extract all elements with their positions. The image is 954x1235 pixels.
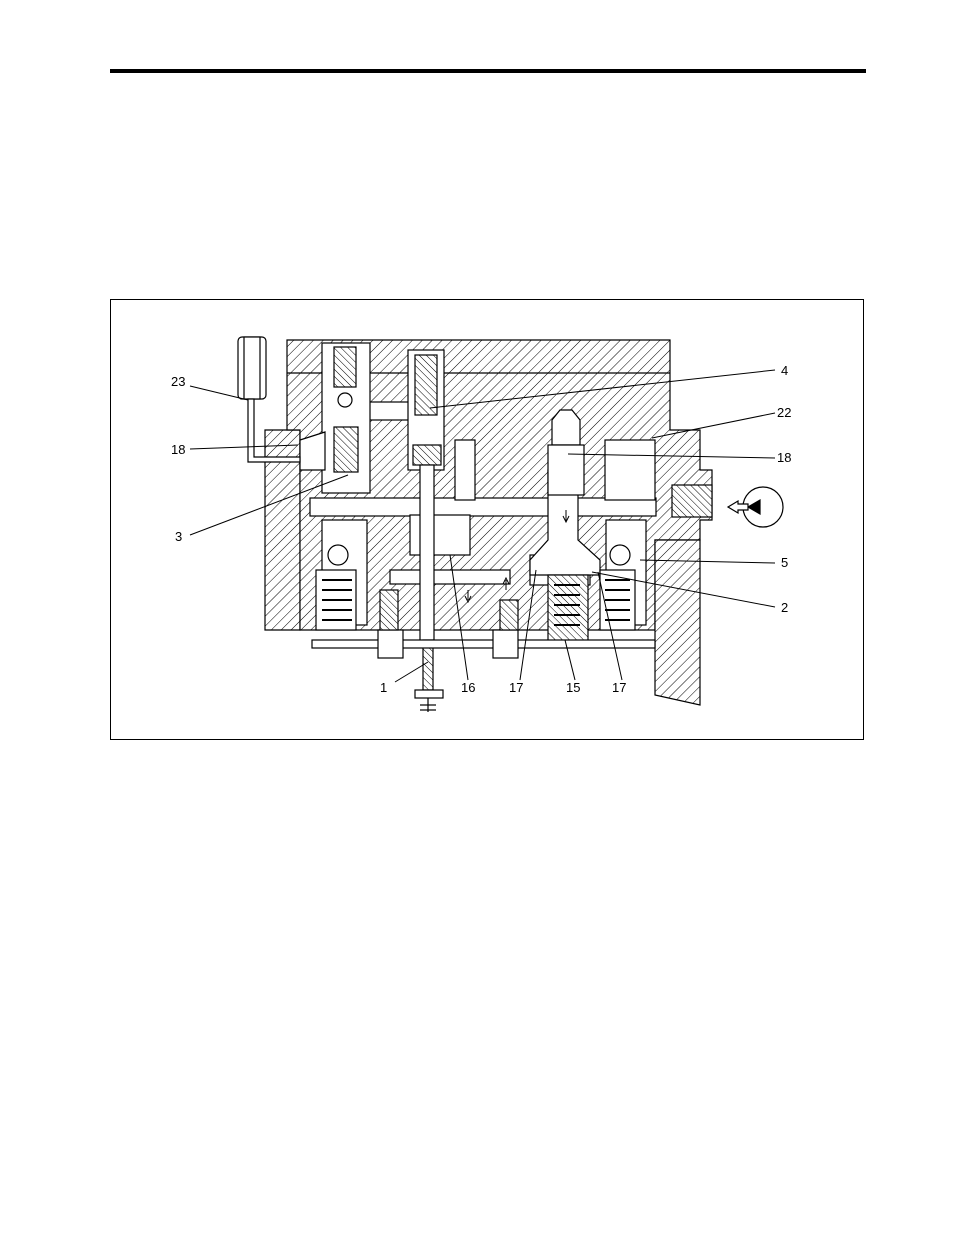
callout-18-right: 22 — [777, 405, 791, 420]
callout-5: 5 — [781, 555, 788, 570]
callout-4: 4 — [781, 363, 788, 378]
callout-16: 16 — [461, 680, 475, 695]
callout-22: 18 — [777, 450, 791, 465]
callout-1: 1 — [380, 680, 387, 695]
callout-18-left: 18 — [171, 442, 185, 457]
callout-17-left: 17 — [509, 680, 523, 695]
callout-15: 15 — [566, 680, 580, 695]
callout-3: 3 — [175, 529, 182, 544]
callout-2: 2 — [781, 600, 788, 615]
callout-17-right: 17 — [612, 680, 626, 695]
callout-23: 23 — [171, 374, 185, 389]
pump-symbol-icon — [728, 487, 783, 527]
